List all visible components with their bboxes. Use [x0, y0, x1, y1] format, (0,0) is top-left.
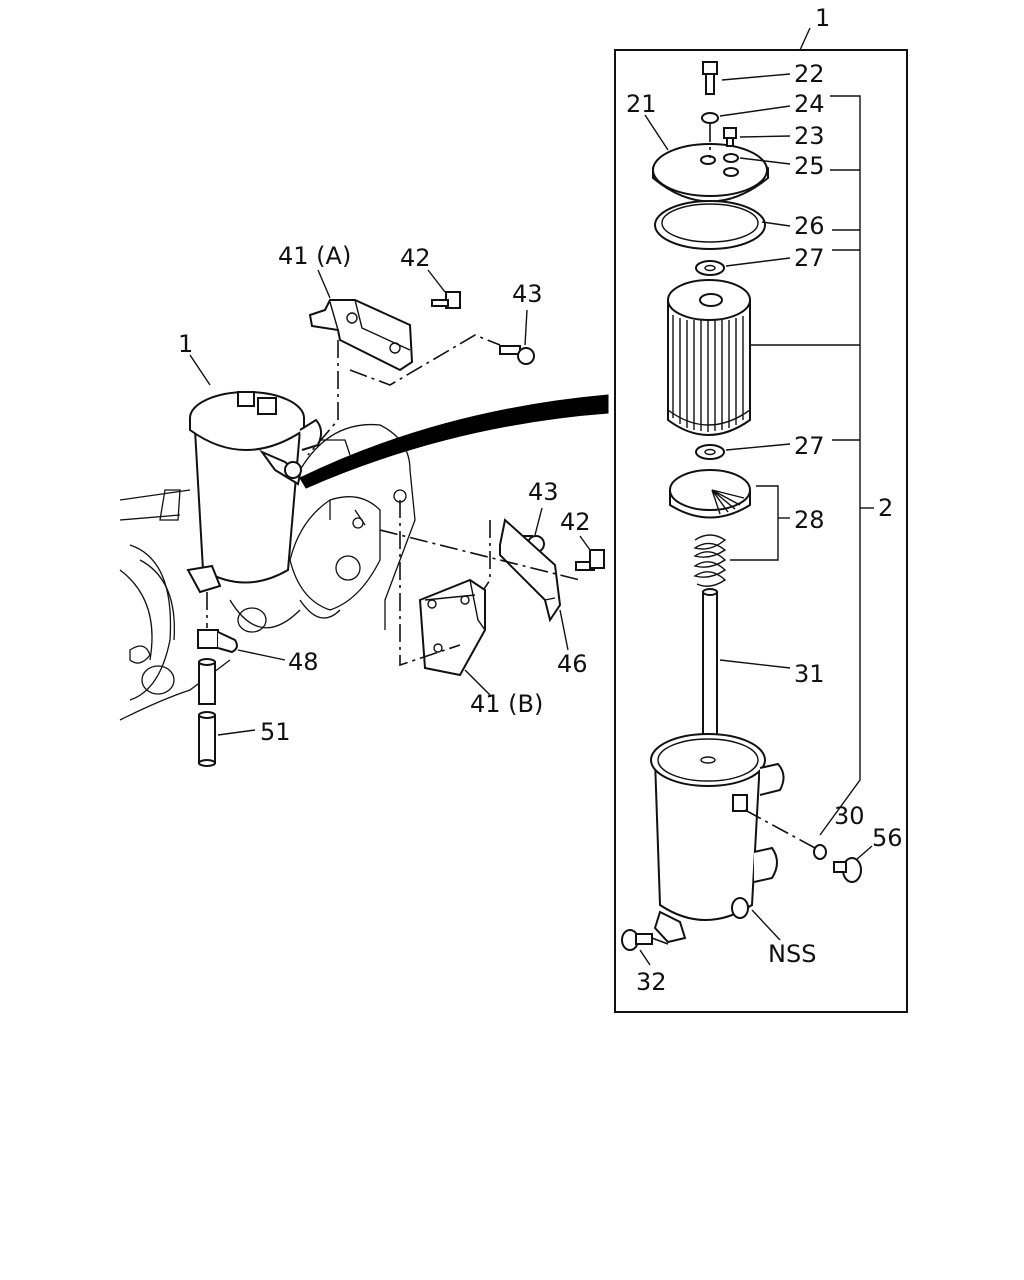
- label-2: 2: [878, 494, 893, 522]
- label-nss: NSS: [768, 940, 816, 968]
- bolt-43-top: [499, 309, 535, 365]
- label-27-top: 27: [794, 244, 825, 272]
- plug-56: [833, 845, 873, 883]
- label-46: 46: [557, 650, 588, 678]
- fuel-filter-assembly-1: [186, 354, 322, 594]
- label-41a: 41 (A): [278, 242, 351, 270]
- washer-24: [701, 105, 791, 124]
- label-22: 22: [794, 60, 825, 88]
- label-23: 23: [794, 122, 825, 150]
- bolt-42-mid: [575, 535, 605, 571]
- label-30: 30: [834, 802, 865, 830]
- label-24: 24: [794, 90, 825, 118]
- label-48: 48: [288, 648, 319, 676]
- washer-25: [723, 153, 791, 165]
- fuel-hose: [299, 394, 609, 489]
- clamp-48: [197, 592, 286, 661]
- engine-block-outline: [119, 423, 416, 721]
- label-42-top: 42: [400, 244, 431, 272]
- filter-bowl: [650, 733, 816, 944]
- center-tube-31: [702, 588, 791, 753]
- label-43-top: 43: [512, 280, 543, 308]
- bolt-22: [702, 61, 791, 95]
- washer-30: [813, 844, 827, 860]
- label-28: 28: [794, 506, 825, 534]
- cover-21: [644, 114, 769, 203]
- label-43-mid: 43: [528, 478, 559, 506]
- label-42-mid: 42: [560, 508, 591, 536]
- label-41b: 41 (B): [470, 690, 543, 718]
- inset-frame: [614, 49, 908, 1013]
- bolt-42-top: [427, 269, 461, 309]
- label-51: 51: [260, 718, 291, 746]
- label-32: 32: [636, 968, 667, 996]
- label-25: 25: [794, 152, 825, 180]
- label-inset-1: 1: [815, 4, 830, 32]
- bracket-41b: [379, 500, 581, 696]
- bracket-41a: [307, 269, 501, 456]
- o-ring-26: [654, 200, 791, 250]
- washer-27-top: [695, 257, 791, 276]
- drain-plug-32: [621, 929, 669, 966]
- plug-23: [723, 127, 791, 147]
- filter-element: [667, 279, 751, 436]
- hose-51: [198, 658, 256, 767]
- group-2-bracket: [745, 95, 874, 836]
- label-27-bottom: 27: [794, 432, 825, 460]
- spring-seat-28: [669, 469, 751, 519]
- label-56: 56: [872, 824, 903, 852]
- label-26: 26: [794, 212, 825, 240]
- spring-28: [693, 485, 790, 587]
- inset-leader: [799, 27, 811, 51]
- washer-27-bottom: [695, 443, 791, 460]
- label-21: 21: [626, 90, 657, 118]
- label-1-main: 1: [178, 330, 193, 358]
- label-31: 31: [794, 660, 825, 688]
